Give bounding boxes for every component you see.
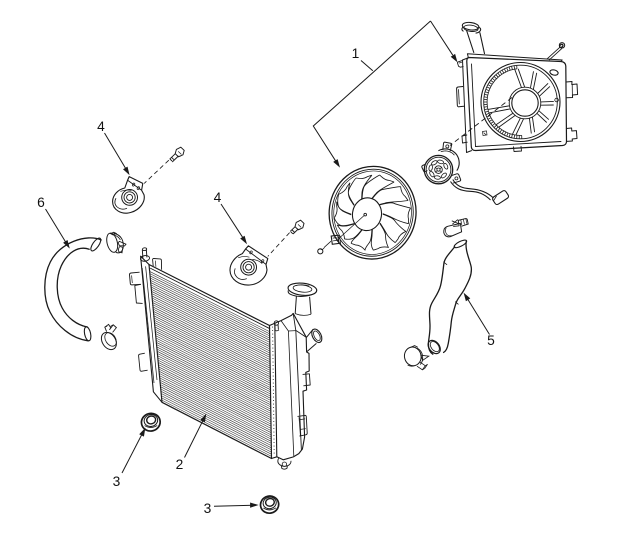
svg-text:4: 4 xyxy=(97,119,105,134)
svg-text:1: 1 xyxy=(352,46,360,61)
svg-text:2: 2 xyxy=(176,457,184,472)
svg-text:6: 6 xyxy=(37,195,45,210)
svg-text:5: 5 xyxy=(487,333,495,348)
svg-text:3: 3 xyxy=(204,501,212,516)
svg-text:3: 3 xyxy=(113,474,121,489)
svg-text:4: 4 xyxy=(214,190,222,205)
